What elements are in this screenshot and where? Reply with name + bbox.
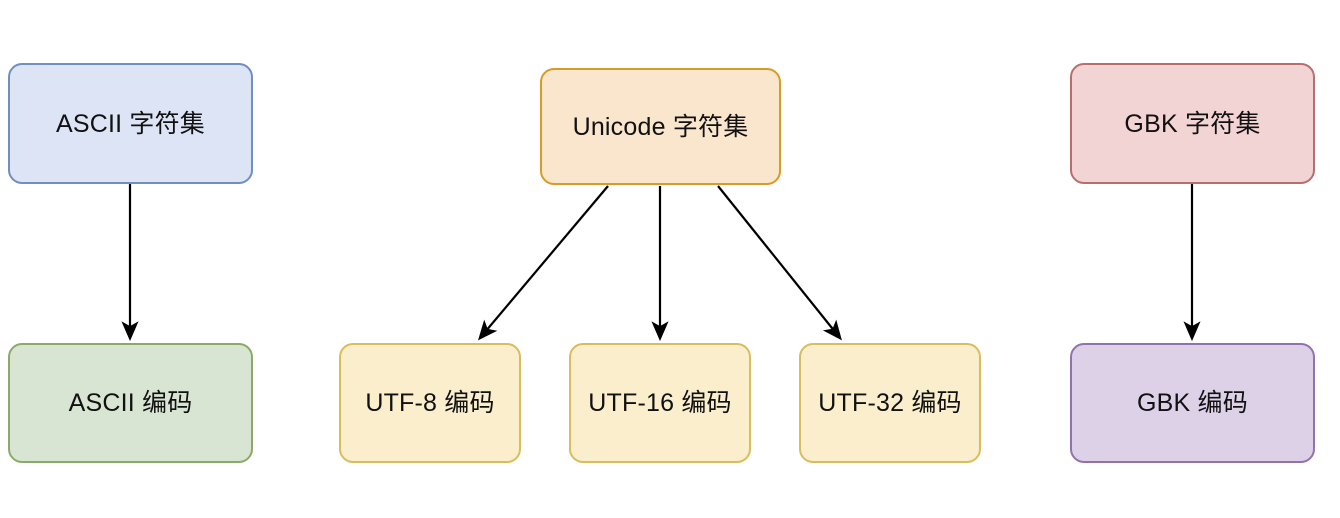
node-ascii-charset[interactable]: ASCII 字符集	[8, 63, 253, 184]
node-unicode-charset[interactable]: Unicode 字符集	[540, 68, 781, 185]
node-label: UTF-8 编码	[365, 389, 495, 417]
node-label: UTF-16 编码	[588, 389, 732, 417]
edge-unicode-charset-to-utf32-encoding	[717, 185, 842, 341]
node-label: GBK 字符集	[1124, 109, 1261, 138]
node-label: GBK 编码	[1137, 389, 1248, 417]
node-gbk-charset[interactable]: GBK 字符集	[1070, 63, 1315, 184]
node-label: ASCII 字符集	[55, 109, 206, 138]
node-utf16-encoding[interactable]: UTF-16 编码	[569, 343, 751, 463]
node-utf32-encoding[interactable]: UTF-32 编码	[799, 343, 981, 463]
node-ascii-encoding[interactable]: ASCII 编码	[8, 343, 253, 463]
node-utf8-encoding[interactable]: UTF-8 编码	[339, 343, 521, 463]
node-gbk-encoding[interactable]: GBK 编码	[1070, 343, 1315, 463]
node-label: UTF-32 编码	[818, 389, 962, 417]
edge-unicode-charset-to-utf8-encoding	[478, 185, 609, 341]
node-label: Unicode 字符集	[572, 112, 749, 141]
node-label: ASCII 编码	[68, 389, 193, 417]
